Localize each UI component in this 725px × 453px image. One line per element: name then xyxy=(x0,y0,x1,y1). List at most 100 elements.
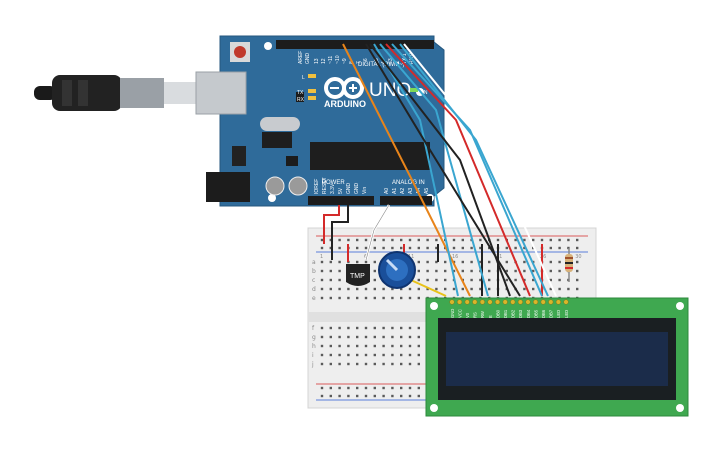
breadboard-hole xyxy=(426,278,429,282)
rail-hole xyxy=(576,246,579,250)
breadboard-hole xyxy=(382,296,385,300)
breadboard-row-label: e xyxy=(312,295,316,302)
breadboard-hole xyxy=(549,287,552,291)
breadboard-hole xyxy=(391,296,394,300)
breadboard-hole xyxy=(373,362,376,366)
rail-hole xyxy=(532,246,535,250)
rail-hole xyxy=(329,394,332,398)
lcd-pin-label: LED xyxy=(564,310,569,318)
breadboard-hole xyxy=(400,362,403,366)
lcd-pin xyxy=(525,299,531,305)
rail-hole xyxy=(417,238,420,242)
rail-hole xyxy=(338,238,341,242)
breadboard-hole xyxy=(461,287,464,291)
rail-hole xyxy=(364,238,368,242)
breadboard-hole xyxy=(338,278,341,282)
breadboard-hole xyxy=(356,335,359,339)
breadboard-row-label: f xyxy=(312,325,315,332)
rail-hole xyxy=(356,238,359,242)
digital-header-label: DIGITAL (PWM~) xyxy=(358,62,405,68)
breadboard-hole xyxy=(391,326,394,330)
lcd-pin-label: LED xyxy=(556,310,561,318)
rail-hole xyxy=(347,238,350,242)
rail-hole xyxy=(338,394,341,398)
arduino-logo-icon xyxy=(324,77,364,99)
lcd-pin-label: RS xyxy=(473,312,478,318)
rail-hole xyxy=(338,246,341,250)
rail-hole xyxy=(347,386,350,390)
rail-hole xyxy=(567,238,570,242)
analog-pin-label: A0 xyxy=(384,188,390,194)
wire-blue-d1 xyxy=(391,43,543,297)
breadboard-hole xyxy=(408,362,412,366)
temperature-sensor: TMP xyxy=(346,264,370,286)
breadboard-hole xyxy=(373,353,376,357)
breadboard-row-label: d xyxy=(312,286,316,293)
lcd-pin xyxy=(502,299,508,305)
breadboard-hole xyxy=(356,353,359,357)
lcd-pin-label: E xyxy=(488,315,493,318)
usb-cable xyxy=(34,75,196,111)
breadboard-hole xyxy=(435,287,438,291)
breadboard-hole xyxy=(382,344,385,348)
breadboard-hole xyxy=(576,278,579,282)
breadboard-hole xyxy=(329,335,332,339)
breadboard-hole xyxy=(347,353,350,357)
breadboard-hole xyxy=(329,362,332,366)
breadboard-hole xyxy=(435,278,438,282)
rail-hole xyxy=(373,246,376,250)
lcd-pin-label: GND xyxy=(450,309,455,318)
breadboard-hole xyxy=(347,296,350,300)
breadboard-hole xyxy=(532,287,535,291)
rail-hole xyxy=(373,238,376,242)
breadboard-hole xyxy=(400,287,403,291)
power-header-label: POWER xyxy=(322,180,345,186)
rail-hole xyxy=(479,246,482,250)
breadboard-hole xyxy=(338,353,341,357)
rail-hole xyxy=(549,246,552,250)
rail-hole xyxy=(329,386,332,390)
breadboard-hole xyxy=(576,287,579,291)
digital-pin-label: ~10 xyxy=(335,55,341,64)
rail-hole xyxy=(320,246,324,250)
breadboard-hole xyxy=(576,260,579,264)
breadboard-hole xyxy=(408,344,412,348)
digital-pin-label: ~9 xyxy=(342,58,348,64)
lcd-pin xyxy=(510,299,516,305)
rail-hole xyxy=(470,246,473,250)
wires xyxy=(323,43,557,297)
rail-hole xyxy=(505,246,508,250)
rail-hole xyxy=(400,246,403,250)
wire-red-d xyxy=(385,43,531,297)
aref-label: AREF xyxy=(298,51,304,64)
breadboard-hole xyxy=(452,287,456,291)
breadboard-hole xyxy=(364,335,368,339)
breadboard-hole xyxy=(382,353,385,357)
lcd-pin xyxy=(487,299,493,305)
wire-blue-e xyxy=(379,43,489,297)
breadboard-hole xyxy=(408,353,412,357)
rail-hole xyxy=(391,246,394,250)
breadboard-hole xyxy=(514,269,517,273)
breadboard-hole xyxy=(417,269,420,273)
digital-pin-label: 2 xyxy=(395,61,401,64)
breadboard-hole xyxy=(523,278,526,282)
breadboard-hole xyxy=(373,269,376,273)
rail-hole xyxy=(417,386,420,390)
breadboard-hole xyxy=(461,269,464,273)
lcd-pin xyxy=(472,299,478,305)
rail-hole xyxy=(356,386,359,390)
breadboard-hole xyxy=(549,278,552,282)
analog-header-label: ANALOG IN xyxy=(392,180,425,186)
breadboard-column-label: 16 xyxy=(452,254,458,260)
breadboard-hole xyxy=(391,287,394,291)
breadboard-hole xyxy=(329,287,332,291)
breadboard-hole xyxy=(400,326,403,330)
breadboard-hole xyxy=(320,326,324,330)
rail-hole xyxy=(426,246,429,250)
breadboard-row-label: j xyxy=(311,361,314,368)
rail-hole xyxy=(364,394,368,398)
breadboard-hole xyxy=(461,260,464,264)
lcd-pin xyxy=(533,299,539,305)
